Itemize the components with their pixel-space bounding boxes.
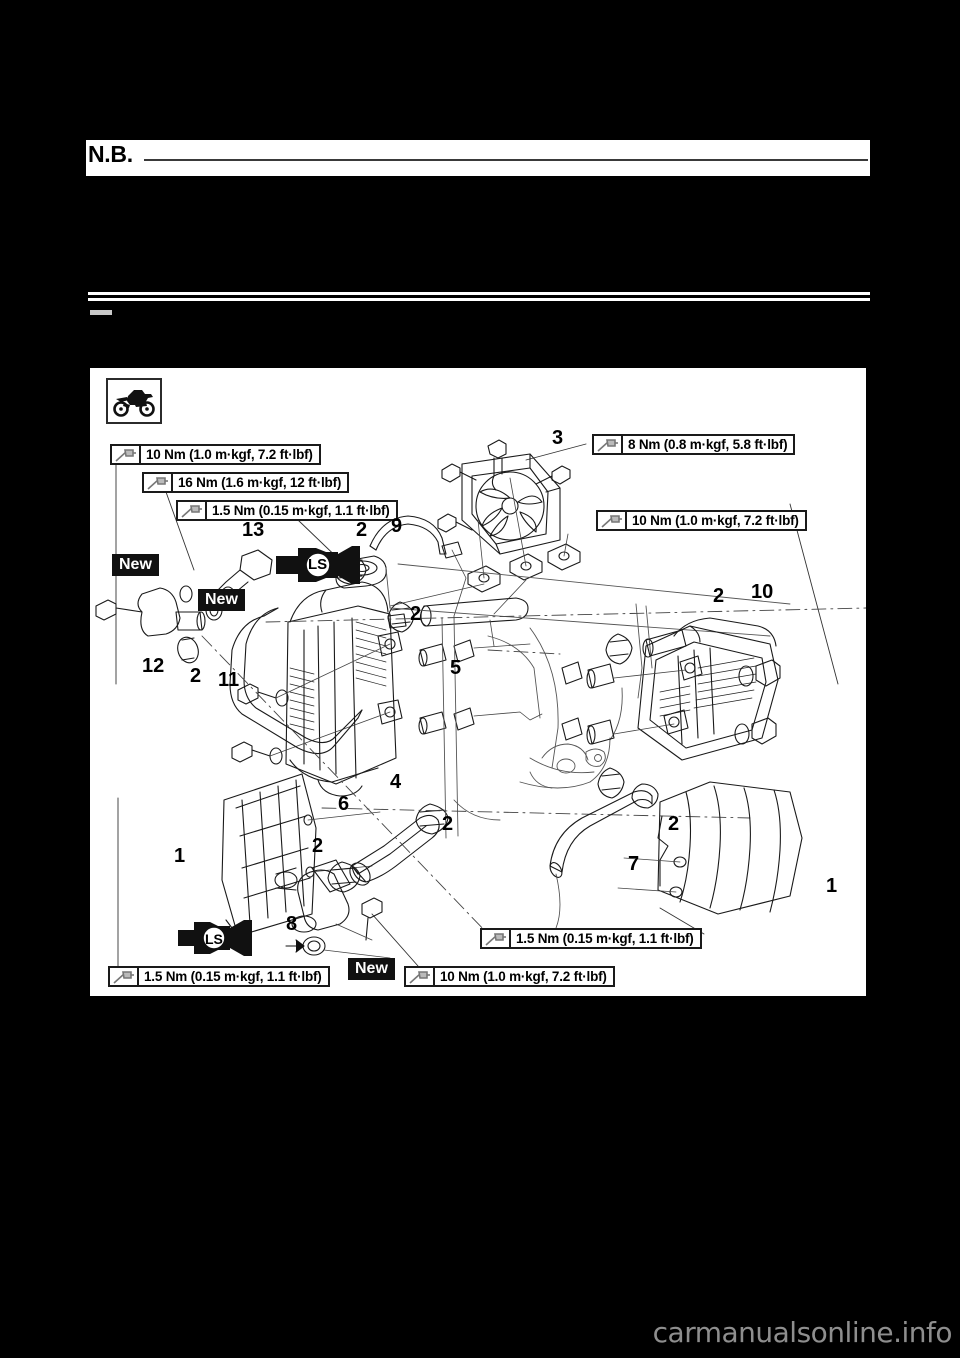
callout-10: 10 [751,581,774,603]
new-part-tag-2: New [198,589,245,611]
torque-wrench-icon [110,968,139,985]
callout-2-d: 2 [190,665,202,687]
dirtbike-icon [113,390,155,417]
torque-spec-5-value: 10 Nm (1.0 m·kgf, 7.2 ft·lbf) [632,513,799,528]
divider-stub-mark [90,310,112,315]
callout-1-right: 1 [826,875,838,897]
fan-bolts [437,463,571,533]
callout-2-b: 2 [713,585,725,607]
callout-2-e: 2 [442,813,454,835]
radiator-guard-art [221,773,381,937]
callout-2-f: 2 [312,835,324,857]
new-part-tag-1: New [112,554,159,576]
torque-wrench-icon [112,446,141,463]
callout-1-left: 1 [174,845,186,867]
hose7-art [549,783,659,929]
fan-mounts [467,543,581,593]
callout-13: 13 [242,519,265,541]
torque-spec-6-value: 1.5 Nm (0.15 m·kgf, 1.1 ft·lbf) [516,931,694,946]
ls-badge-top-circle [305,552,331,578]
callout-12: 12 [142,655,165,677]
note-header-band: N.B. [86,140,870,174]
ls-badge-bottom-circle [202,926,226,950]
callout-6: 6 [338,793,350,815]
torque-spec-2-value: 16 Nm (1.6 m·kgf, 12 ft·lbf) [178,475,342,490]
torque-spec-1-value: 10 Nm (1.0 m·kgf, 7.2 ft·lbf) [146,447,313,462]
oil-cooler-guard-art [617,781,803,915]
torque-spec-8: 10 Nm (1.0 m·kgf, 7.2 ft·lbf) [404,966,615,987]
torque-wrench-icon [598,512,627,529]
torque-wrench-icon [406,968,435,985]
new-part-tag-3: New [348,958,395,980]
vehicle-model-icon-box [106,378,162,424]
ls-label-bottom: LS [205,931,223,947]
left-hose-art [95,549,367,755]
callout-8: 8 [286,913,298,935]
callout-4: 4 [390,771,402,793]
breather-hose-art [369,515,467,617]
torque-spec-2: 16 Nm (1.6 m·kgf, 12 ft·lbf) [142,472,350,493]
note-heading-rule [144,159,868,161]
callout-5: 5 [450,657,462,679]
diagram-linework [95,439,866,969]
torque-spec-1: 10 Nm (1.0 m·kgf, 7.2 ft·lbf) [110,444,321,465]
torque-wrench-icon [482,930,511,947]
engine-detail [529,743,606,789]
divider-rule-bottom [88,298,870,301]
oil-cooler-art [561,617,781,799]
torque-wrench-icon [178,502,207,519]
hose5-art [387,597,529,647]
radiator-collars-right [418,639,475,735]
torque-spec-4: 8 Nm (0.8 m·kgf, 5.8 ft·lbf) [592,434,796,455]
torque-spec-3: 1.5 Nm (0.15 m·kgf, 1.1 ft·lbf) [176,500,398,521]
section-divider [88,292,870,304]
pipe8-art [274,859,391,959]
torque-spec-5: 10 Nm (1.0 m·kgf, 7.2 ft·lbf) [596,510,807,531]
torque-spec-3-value: 1.5 Nm (0.15 m·kgf, 1.1 ft·lbf) [212,503,390,518]
frame-outline [385,563,791,839]
divider-rule-top [88,292,870,295]
callout-2-c: 2 [410,603,422,625]
callout-2-g: 2 [668,813,680,835]
torque-spec-6: 1.5 Nm (0.15 m·kgf, 1.1 ft·lbf) [480,928,702,949]
left-radiator-art [231,555,543,797]
callout-2-a: 2 [356,519,368,541]
torque-spec-7: 1.5 Nm (0.15 m·kgf, 1.1 ft·lbf) [108,966,330,987]
assembly-axis [201,607,866,935]
callout-3: 3 [552,427,564,449]
torque-spec-7-value: 1.5 Nm (0.15 m·kgf, 1.1 ft·lbf) [144,969,322,984]
hose6-art [327,803,449,893]
note-heading: N.B. [88,141,133,167]
fan-assembly-art [389,439,581,615]
site-watermark: carmanualsonline.info [652,1316,953,1349]
callout-9: 9 [391,515,403,537]
note-redacted-text [86,176,870,188]
torque-wrench-icon [144,474,173,491]
callout-7: 7 [628,853,640,875]
torque-wrench-icon [594,436,623,453]
exploded-view-diagram: LS LS [90,368,866,996]
torque-spec-8-value: 10 Nm (1.0 m·kgf, 7.2 ft·lbf) [440,969,607,984]
callout-11: 11 [218,669,240,691]
ls-label-top: LS [308,556,328,573]
torque-spec-4-value: 8 Nm (0.8 m·kgf, 5.8 ft·lbf) [628,437,788,452]
